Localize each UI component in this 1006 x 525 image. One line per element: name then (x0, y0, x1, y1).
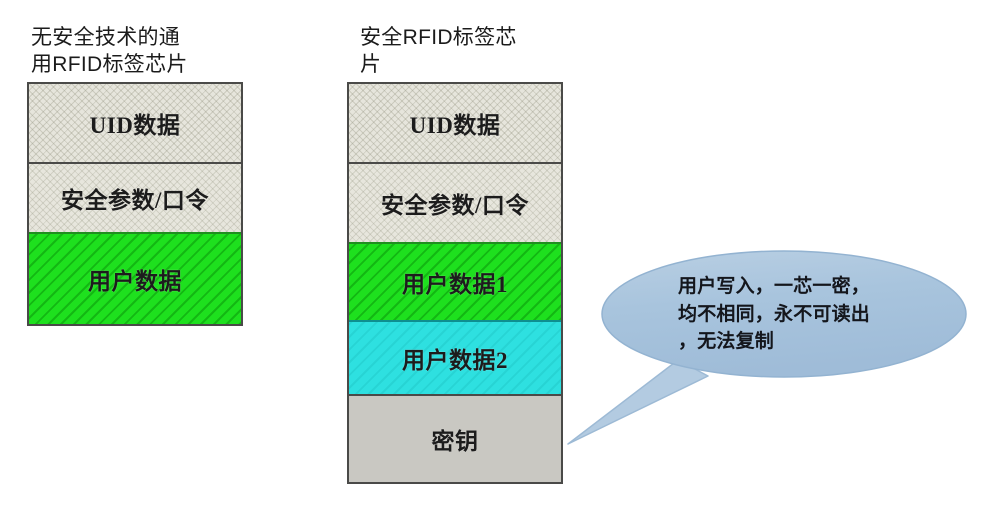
block-label: 用户数据2 (402, 348, 508, 373)
block-label: 安全参数/口令 (61, 188, 209, 213)
block-secret-key: 密钥 (349, 394, 561, 482)
callout-tail (567, 359, 709, 445)
block-label: UID数据 (409, 113, 501, 138)
block-security-params-secure: 安全参数/口令 (349, 162, 561, 242)
secure-chip-title: 安全RFID标签芯 片 (360, 26, 517, 77)
block-uid-data-generic: UID数据 (29, 84, 241, 162)
block-uid-data-secure: UID数据 (349, 84, 561, 162)
block-label: 用户数据1 (402, 272, 508, 297)
block-label: 安全参数/口令 (381, 193, 529, 218)
block-security-params-generic: 安全参数/口令 (29, 162, 241, 232)
callout-bubble: 用户写入，一芯一密， 均不相同，永不可读出 ，无法复制 (560, 248, 1006, 453)
generic-chip-column: UID数据 安全参数/口令 用户数据 (27, 82, 243, 326)
block-user-data-generic: 用户数据 (29, 232, 241, 324)
callout-text: 用户写入，一芯一密， 均不相同，永不可读出 ，无法复制 (678, 276, 871, 353)
block-user-data-1: 用户数据1 (349, 242, 561, 320)
generic-chip-title: 无安全技术的通 用RFID标签芯片 (31, 26, 188, 77)
secure-chip-column: UID数据 安全参数/口令 用户数据1 用户数据2 密钥 (347, 82, 563, 484)
callout-body (601, 250, 967, 378)
block-user-data-2: 用户数据2 (349, 320, 561, 394)
block-label: UID数据 (89, 113, 181, 138)
block-label: 用户数据 (88, 269, 182, 294)
block-label: 密钥 (431, 429, 479, 454)
